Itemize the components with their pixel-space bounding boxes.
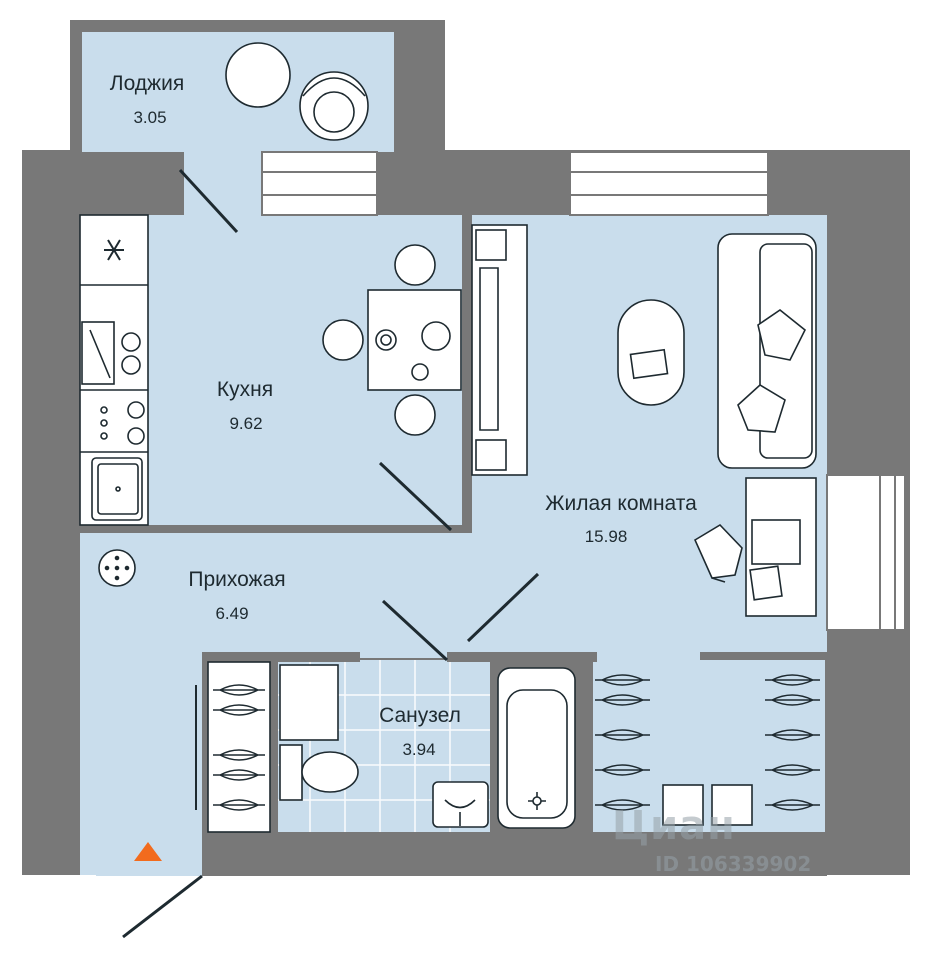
toilet (279, 744, 359, 801)
door-swings (122, 168, 540, 939)
kitchen-furniture (79, 214, 462, 526)
loggia-furniture (225, 42, 369, 141)
stove-icon (81, 321, 141, 385)
kitchen-area: 9.62 (229, 414, 263, 433)
entrance-triangle-icon (134, 842, 162, 861)
sofa (717, 233, 817, 469)
loggia-area: 3.05 (133, 108, 167, 127)
lamp-icon (98, 549, 136, 587)
bathroom-label: Санузел (379, 704, 461, 727)
closet-floor (590, 660, 825, 832)
sink (432, 781, 489, 828)
coffee-table (617, 299, 685, 406)
office-chair (693, 523, 743, 583)
living-furniture (471, 224, 817, 617)
watermark-logo: Циан (612, 803, 736, 849)
window-living-side (826, 474, 906, 631)
window-living (569, 151, 769, 216)
hallway-label: Прихожая (188, 568, 286, 591)
hallway-wardrobe (207, 661, 271, 833)
dining-chairs (322, 244, 436, 436)
washing-machine (279, 664, 339, 741)
plates (375, 321, 451, 381)
windows (261, 151, 906, 631)
kitchen-sink-icon (91, 457, 143, 521)
oven-knobs-icon (100, 401, 145, 445)
living-label: Жилая комната (545, 492, 697, 515)
bathroom-fixtures (279, 664, 576, 829)
partitions (80, 215, 827, 876)
living-area: 15.98 (584, 527, 628, 546)
loggia-door-floor (184, 152, 262, 217)
loggia-label: Лоджия (109, 72, 185, 95)
bathroom-tiles (275, 660, 495, 832)
loggia-table (225, 42, 291, 108)
loggia-armchair (299, 71, 369, 141)
closet-shirts (662, 784, 753, 826)
watermark-id: ID 106339902 (655, 852, 812, 876)
bathtub (497, 667, 576, 829)
window-kitchen (261, 151, 378, 216)
hangers (213, 674, 820, 811)
kitchen-label: Кухня (216, 378, 274, 401)
hallway-floor (80, 533, 490, 658)
hallway-area: 6.49 (215, 604, 249, 623)
bathroom-area: 3.94 (402, 740, 436, 759)
desk (745, 477, 817, 617)
snowflake-icon (104, 239, 124, 261)
